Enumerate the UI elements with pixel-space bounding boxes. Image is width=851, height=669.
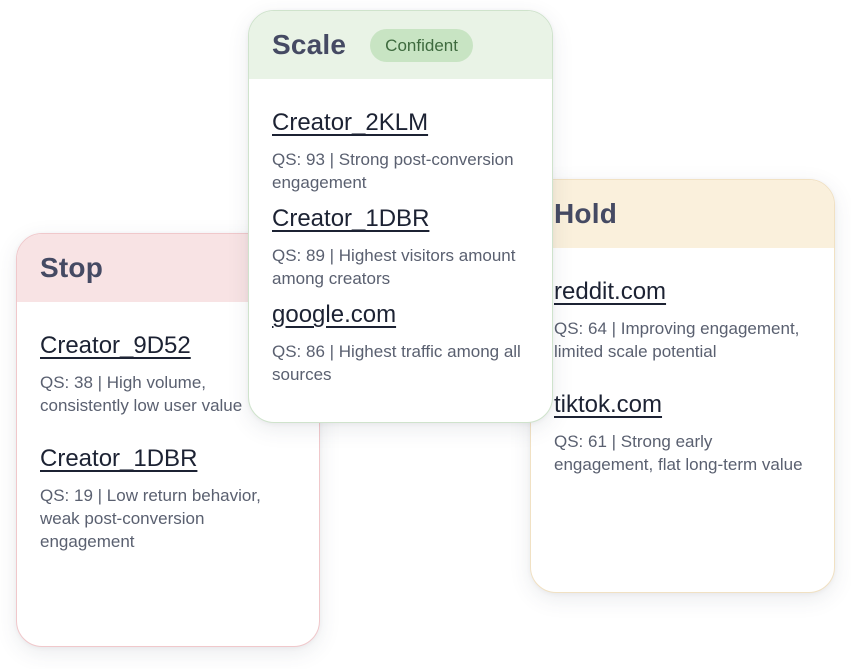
stop-entry-link[interactable]: Creator_1DBR: [40, 445, 198, 472]
hold-card: Hold reddit.com QS: 64 | Improving engag…: [530, 179, 835, 593]
stop-entry: Creator_9D52 QS: 38 | High volume, consi…: [40, 331, 296, 417]
scale-entry-desc: QS: 93 | Strong post-conversion engageme…: [272, 150, 514, 192]
hold-entry-link[interactable]: tiktok.com: [554, 391, 663, 418]
scale-entry: google.com QS: 86 | Highest traffic amon…: [272, 300, 529, 386]
scale-card-body: Creator_2KLM QS: 93 | Strong post-conver…: [249, 79, 552, 386]
hold-entry: tiktok.com QS: 61 | Strong early engagem…: [554, 390, 811, 476]
stop-entry-desc: QS: 19 | Low return behavior, weak post-…: [40, 486, 261, 551]
stop-card-title: Stop: [40, 252, 104, 283]
hold-entry-link[interactable]: reddit.com: [554, 278, 667, 305]
scale-entry-link[interactable]: google.com: [272, 301, 397, 328]
stop-card-body: Creator_9D52 QS: 38 | High volume, consi…: [17, 302, 319, 553]
hold-entry-desc: QS: 61 | Strong early engagement, flat l…: [554, 432, 803, 474]
stop-entry: Creator_1DBR QS: 19 | Low return behavio…: [40, 444, 296, 553]
hold-card-body: reddit.com QS: 64 | Improving engagement…: [531, 248, 834, 476]
hold-entry: reddit.com QS: 64 | Improving engagement…: [554, 277, 811, 363]
stop-entry-link[interactable]: Creator_9D52: [40, 332, 191, 359]
hold-entry-desc: QS: 64 | Improving engagement, limited s…: [554, 319, 800, 361]
scale-entry-link[interactable]: Creator_2KLM: [272, 109, 429, 136]
scale-entry-desc: QS: 89 | Highest visitors amount among c…: [272, 246, 516, 288]
hold-card-header: Hold: [531, 180, 834, 248]
scale-entry: Creator_1DBR QS: 89 | Highest visitors a…: [272, 204, 529, 290]
scale-card: Scale Confident Creator_2KLM QS: 93 | St…: [248, 10, 553, 423]
scale-card-title: Scale: [272, 29, 347, 60]
confidence-badge: Confident: [370, 28, 473, 62]
scale-entry-desc: QS: 86 | Highest traffic among all sourc…: [272, 342, 521, 384]
scale-entry: Creator_2KLM QS: 93 | Strong post-conver…: [272, 108, 529, 194]
hold-card-title: Hold: [554, 198, 618, 229]
stop-entry-desc: QS: 38 | High volume, consistently low u…: [40, 373, 243, 415]
scale-card-header: Scale Confident: [249, 11, 552, 79]
scale-entry-link[interactable]: Creator_1DBR: [272, 205, 430, 232]
